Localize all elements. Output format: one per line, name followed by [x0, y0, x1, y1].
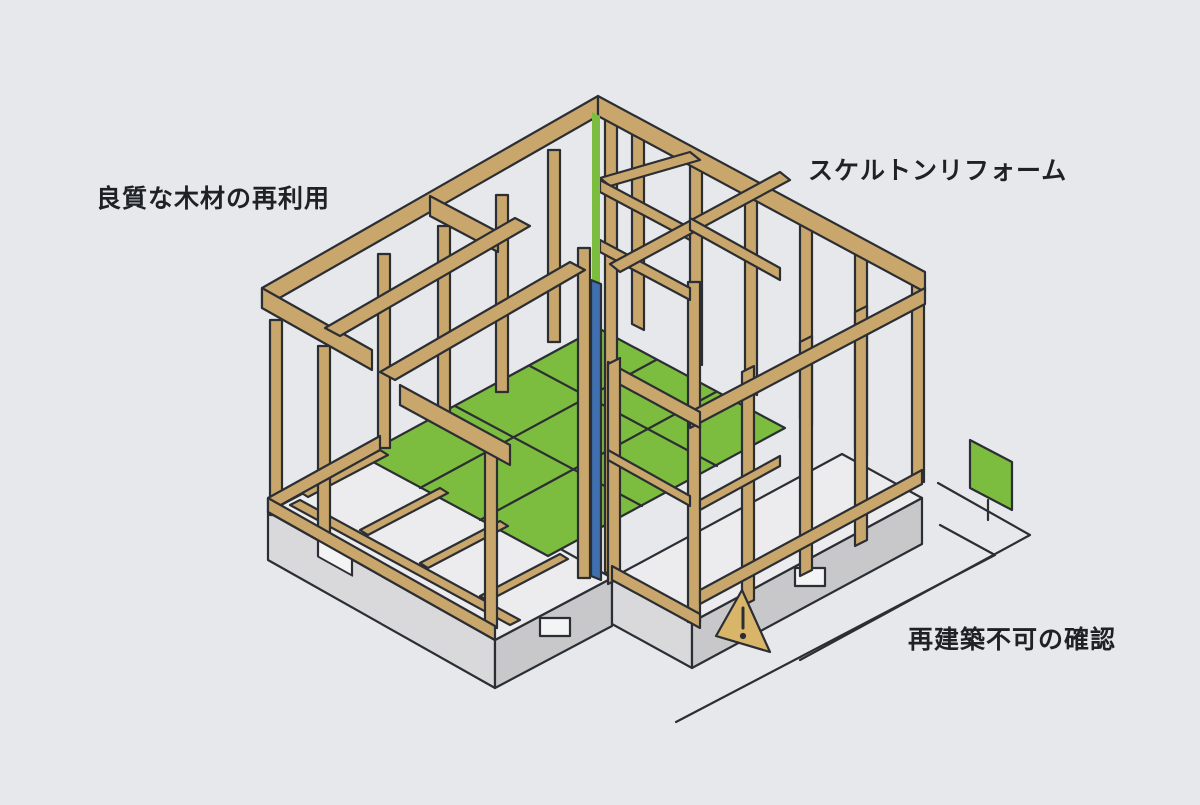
right-frame-top-beams: [596, 94, 927, 430]
left-frame-top-beams: [260, 94, 600, 467]
warning-icon: [714, 588, 772, 654]
green-sign-icon: [968, 438, 1014, 522]
left-frame-sill: [266, 434, 497, 642]
foundation-left: [266, 448, 614, 690]
property-boundary: [674, 481, 1032, 724]
label-rebuild-check: 再建築不可の確認: [908, 625, 1117, 654]
label-skeleton-reform: スケルトンリフォーム: [808, 156, 1068, 185]
label-wood-reuse: 良質な木材の再利用: [96, 184, 331, 213]
right-frame-rails: [606, 356, 924, 630]
blue-partition: [589, 112, 603, 582]
